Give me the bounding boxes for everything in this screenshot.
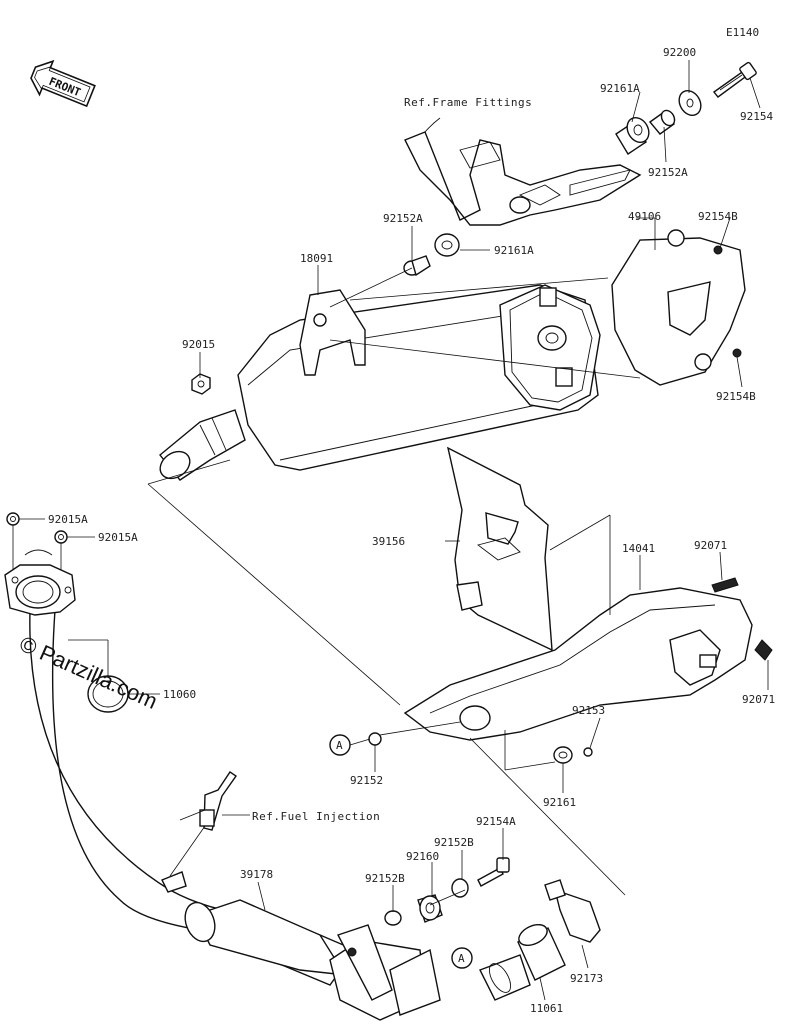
diagram-code: E1140	[726, 26, 759, 39]
svg-text:A: A	[458, 952, 465, 965]
label-92152B-left: 92152B	[365, 872, 405, 885]
label-92152A-top: 92152A	[648, 166, 688, 179]
marker-a-lower: A	[451, 947, 473, 969]
bolt-92154B-top	[713, 245, 723, 255]
collar-92152B-left	[384, 910, 402, 926]
label-92154A: 92154A	[476, 815, 516, 828]
label-92173: 92173	[570, 972, 603, 985]
label-14041: 14041	[622, 542, 655, 555]
collar-92152	[368, 732, 382, 746]
heat-shield-39156	[446, 446, 553, 652]
marker-a-upper: A	[329, 734, 351, 756]
nut-92015A-1	[6, 512, 20, 526]
label-92015A-2: 92015A	[98, 531, 138, 544]
nut-92015	[191, 373, 211, 395]
label-39178: 39178	[240, 868, 273, 881]
collar-92152A-mid	[403, 255, 431, 277]
ref-fuel-injection: Ref.Fuel Injection	[252, 810, 380, 823]
exhaust-pipe-39178	[29, 609, 531, 1021]
label-92153: 92153	[572, 704, 605, 717]
nut-92015A-2	[54, 530, 68, 544]
label-92071-top: 92071	[694, 539, 727, 552]
collar-92152B-top	[451, 878, 469, 898]
label-11061: 11061	[530, 1002, 563, 1015]
gasket-11061	[517, 923, 566, 981]
label-92160: 92160	[406, 850, 439, 863]
svg-text:A: A	[336, 739, 343, 752]
label-92154: 92154	[740, 110, 773, 123]
label-11060: 11060	[163, 688, 196, 701]
label-92015: 92015	[182, 338, 215, 351]
label-39156: 39156	[372, 535, 405, 548]
grommet-92161A-mid	[434, 233, 460, 257]
label-92161A-mid: 92161A	[494, 244, 534, 257]
ref-frame-fittings: Ref.Frame Fittings	[404, 96, 532, 109]
clip-92071-bot	[754, 639, 773, 661]
bolt-92153	[583, 747, 593, 757]
bolt-92154B-bot	[732, 348, 742, 358]
label-92154B-top: 92154B	[698, 210, 738, 223]
muffler-cover-49106	[611, 229, 746, 386]
label-92015A-1: 92015A	[48, 513, 88, 526]
bolt-92154A	[477, 857, 510, 887]
label-92152: 92152	[350, 774, 383, 787]
washer-92200	[678, 89, 702, 117]
leader-lines	[12, 60, 769, 1001]
clip-92071-top	[711, 577, 739, 593]
label-92161A-top: 92161A	[600, 82, 640, 95]
bolt-92154	[712, 61, 757, 98]
grommet-92161	[553, 746, 573, 764]
frame-fitting-bracket	[404, 117, 642, 226]
label-49106: 49106	[628, 210, 661, 223]
label-92152A-mid: 92152A	[383, 212, 423, 225]
exhaust-flange	[4, 549, 76, 616]
grommet-92161A-top	[615, 116, 650, 155]
clamp-92173	[544, 879, 601, 943]
collar-92152A-top	[648, 109, 676, 135]
grommet-92160	[417, 894, 443, 923]
front-arrow-icon: FRONT	[30, 59, 96, 108]
label-92152B-top: 92152B	[434, 836, 474, 849]
label-92071-bot: 92071	[742, 693, 775, 706]
muffler-bracket-18091	[299, 289, 366, 376]
label-18091: 18091	[300, 252, 333, 265]
muffler-body	[159, 284, 601, 481]
muffler-cover-14041	[403, 587, 753, 741]
label-92154B-bot: 92154B	[716, 390, 756, 403]
label-92200: 92200	[663, 46, 696, 59]
o2-sensor	[199, 771, 237, 831]
label-92161: 92161	[543, 796, 576, 809]
